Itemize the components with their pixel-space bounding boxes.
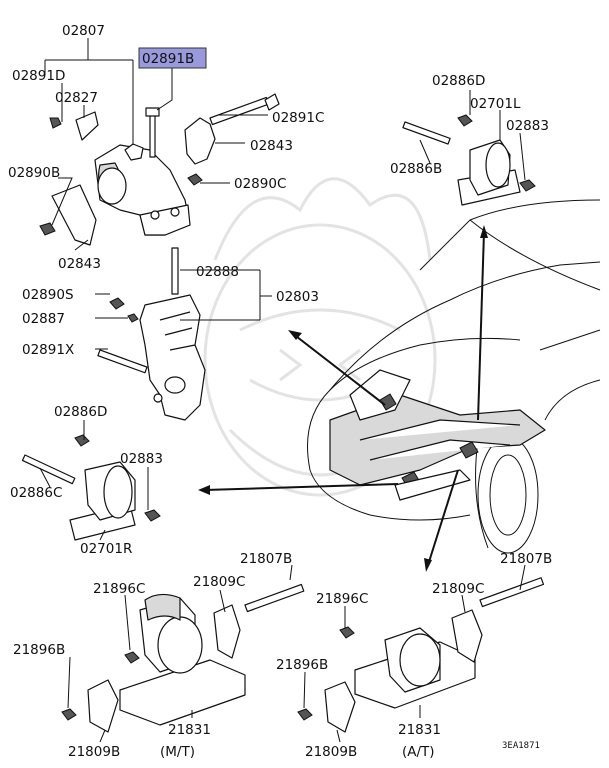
label-02891D: 02891D [12,68,65,84]
label-02701L: 02701L [470,96,521,112]
label-02886B: 02886B [390,161,442,177]
label-02843-top: 02843 [250,138,293,154]
label-02843-left: 02843 [58,256,101,272]
label-21896C-left: 21896C [93,581,145,597]
location-arrows [198,225,488,572]
label-21831-right: 21831 [398,722,441,738]
mount-21831-at [297,577,545,733]
label-21809B-right: 21809B [305,744,357,760]
label-21807B-left: 21807B [240,551,292,567]
front-mount-bracket-assembly [39,93,280,246]
leader-lines [39,38,526,743]
mount-02701R [21,434,161,541]
mount-21831-mt [61,583,305,733]
label-02886D-left: 02886D [54,404,107,420]
label-21807B-right: 21807B [500,551,552,567]
label-02891B: 02891B [142,51,194,67]
highlight-box [138,47,207,69]
label-02807: 02807 [62,23,105,39]
label-02883-left: 02883 [120,451,163,467]
label-21809B-left: 21809B [68,744,120,760]
label-02887: 02887 [22,311,65,327]
label-02886D-right: 02886D [432,73,485,89]
label-02891C: 02891C [272,110,324,126]
label-21896B-right: 21896B [276,657,328,673]
reference-code: 3EA1871 [502,741,540,751]
label-21831-left: 21831 [168,722,211,738]
label-02890B: 02890B [8,165,60,181]
label-02701R: 02701R [80,541,132,557]
label-21809C-left: 21809C [193,574,245,590]
label-21809C-right: 21809C [432,581,484,597]
label-02891X: 02891X [22,342,74,358]
label-02883-right: 02883 [506,118,549,134]
label-21896B-left: 21896B [13,642,65,658]
label-21896C-right: 21896C [316,591,368,607]
vehicle-front-outline [307,199,601,554]
label-02803: 02803 [276,289,319,305]
part-labels: 02807 02891B 02891D 02827 02891C 02843 0… [8,23,552,760]
label-02827: 02827 [55,90,98,106]
mount-02701L [402,114,536,206]
label-02888: 02888 [196,264,239,280]
label-mt: (M/T) [160,744,195,760]
label-02890S: 02890S [22,287,74,303]
bracket-02803 [97,247,206,421]
label-02886C: 02886C [10,485,62,501]
label-02890C: 02890C [234,176,286,192]
label-at: (A/T) [402,744,435,760]
